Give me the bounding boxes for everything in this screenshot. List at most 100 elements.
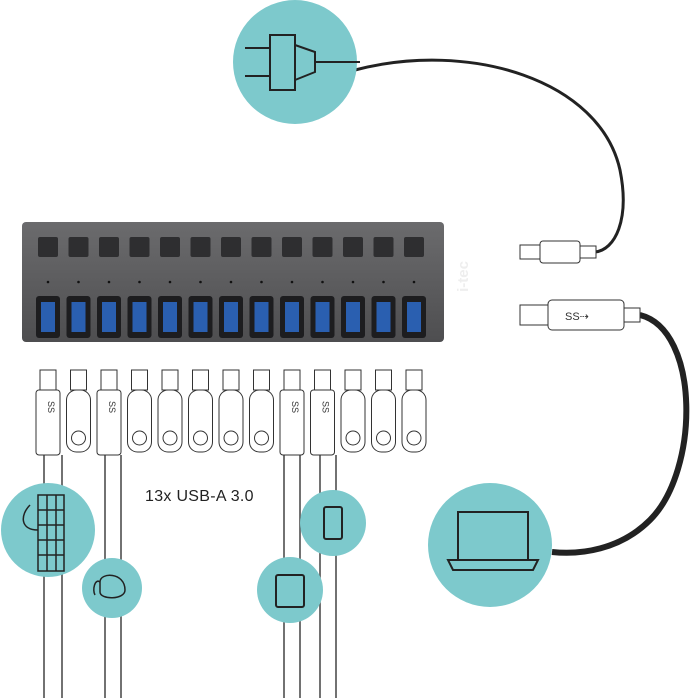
usb-plug-tip: [70, 369, 87, 391]
usb-cable-connector: [96, 389, 122, 456]
dc-plug: [519, 240, 597, 264]
lanyard-hole: [254, 430, 269, 446]
usb-plug-tip: [131, 369, 148, 391]
usb-flash-drive: [249, 389, 274, 453]
lanyard-hole: [345, 430, 361, 446]
port-led: [321, 280, 324, 284]
usb-port-tongue: [102, 302, 116, 332]
port-led: [46, 280, 50, 284]
usb-port-tongue: [254, 302, 269, 332]
port-power-button[interactable]: [343, 237, 363, 257]
power-cable: [354, 58, 625, 254]
usb-plug-tip: [192, 369, 209, 391]
tablet-circle: [257, 557, 323, 623]
usb-sticks: SS SS SS SS: [35, 369, 427, 456]
port-power-button[interactable]: [160, 237, 180, 257]
mouse-icon: [93, 574, 126, 599]
usb-plug-tip: [344, 369, 362, 391]
usb-cable-connector: [279, 389, 305, 456]
keyboard-circle: [1, 483, 95, 577]
lanyard-hole: [71, 430, 86, 446]
port-led: [229, 280, 233, 284]
keyboard-icon: [22, 494, 65, 572]
usb-port-tongue: [163, 302, 177, 332]
power-plug-icon: [245, 34, 360, 91]
port-array: [36, 237, 426, 338]
usb-flash-drive: [218, 389, 244, 453]
port-power-button[interactable]: [68, 237, 89, 257]
lanyard-hole: [406, 430, 422, 446]
usb-port-tongue: [346, 302, 360, 332]
port-led: [168, 280, 172, 284]
usb-plug-tip: [253, 369, 270, 391]
usb-flash-drive: [157, 389, 183, 453]
port-led: [290, 280, 294, 284]
usb-plug-tip: [314, 369, 331, 391]
smartphone-circle: [300, 490, 366, 556]
port-led: [77, 280, 80, 284]
port-power-button[interactable]: [251, 237, 272, 257]
usb-plug-tip: [405, 369, 423, 391]
lanyard-hole: [132, 430, 147, 446]
ss-usb-marking: SS: [107, 401, 117, 413]
usb-plug-tip: [283, 369, 301, 391]
laptop-circle: [428, 483, 552, 607]
ports-label: 13x USB-A 3.0: [145, 488, 254, 505]
usb-cable-connector: [35, 389, 61, 456]
usb-port-tongue: [407, 302, 421, 332]
usb-plug-tip: [222, 369, 240, 391]
smartphone-icon: [323, 506, 343, 540]
usb-port-tongue: [71, 302, 86, 332]
i-tec-logo: i-tec: [454, 261, 472, 292]
usb-port-tongue: [376, 302, 391, 332]
usb-port-tongue: [285, 302, 299, 332]
usb-plug-tip: [161, 369, 179, 391]
power-adapter-circle: [233, 0, 360, 124]
port-power-button[interactable]: [221, 237, 241, 257]
usb-cable-connector: [310, 389, 335, 456]
port-power-button[interactable]: [38, 237, 58, 257]
usb-b-connector: SS⇢: [519, 299, 641, 331]
laptop-cable: [551, 312, 690, 556]
port-power-button[interactable]: [129, 237, 150, 257]
lanyard-hole: [223, 430, 239, 446]
port-power-button[interactable]: [373, 237, 394, 257]
ss-usb-marking: SS: [321, 401, 331, 413]
port-led: [260, 280, 263, 284]
port-power-button[interactable]: [312, 237, 333, 257]
tablet-icon: [275, 574, 305, 608]
ss-usb-marking: SS⇢: [565, 311, 589, 323]
port-led: [199, 280, 202, 284]
usb-plug-tip: [375, 369, 392, 391]
mouse-circle: [82, 558, 142, 618]
port-power-button[interactable]: [404, 237, 424, 257]
port-power-button[interactable]: [99, 237, 119, 257]
usb-plug-tip: [39, 369, 57, 391]
port-led: [138, 280, 141, 284]
usb-port-tongue: [193, 302, 208, 332]
usb-port-tongue: [132, 302, 147, 332]
laptop-icon: [446, 511, 540, 571]
usb-flash-drive: [401, 389, 427, 453]
port-led: [107, 280, 111, 284]
usb-port-tongue: [224, 302, 238, 332]
usb-plug-tip: [100, 369, 118, 391]
ss-usb-marking: SS: [46, 401, 56, 413]
usb-flash-drive: [188, 389, 213, 453]
port-power-button[interactable]: [282, 237, 302, 257]
lanyard-hole: [162, 430, 178, 446]
usb-flash-drive: [340, 389, 366, 453]
usb-port-tongue: [315, 302, 330, 332]
usb-flash-drive: [371, 389, 396, 453]
lanyard-hole: [376, 430, 391, 446]
port-power-button[interactable]: [190, 237, 211, 257]
port-led: [382, 280, 385, 284]
usb-flash-drive: [127, 389, 152, 453]
lanyard-hole: [193, 430, 208, 446]
port-led: [412, 280, 416, 284]
usb-flash-drive: [66, 389, 91, 453]
ss-usb-marking: SS: [290, 401, 300, 413]
port-led: [351, 280, 355, 284]
